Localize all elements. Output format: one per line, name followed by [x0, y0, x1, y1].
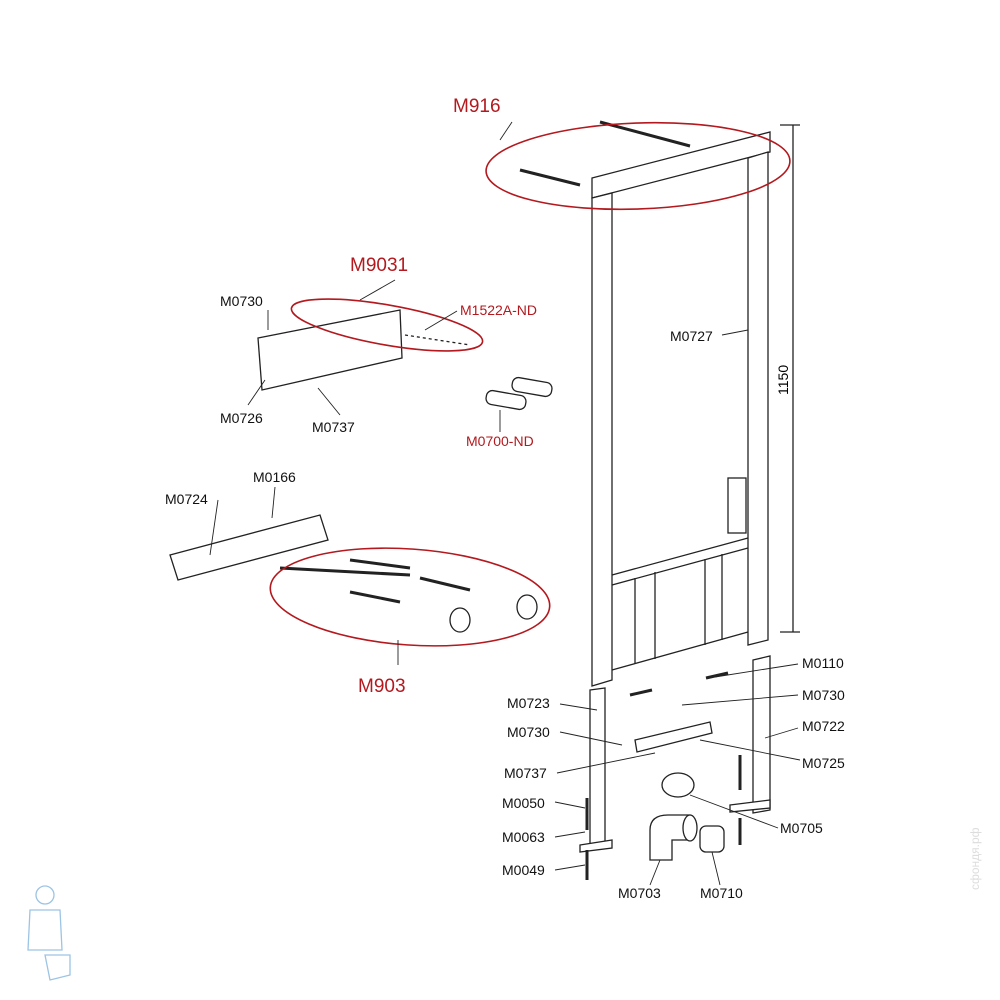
part-label: M0727	[670, 328, 713, 344]
leader-lines	[209, 121, 801, 886]
frame-m0727	[591, 131, 771, 687]
bracket-m0725	[634, 721, 713, 753]
part-label-m0700-nd: M0700-ND	[466, 433, 534, 449]
part-label: M0705	[780, 820, 823, 836]
elbow-m0703	[649, 814, 691, 861]
plate-m0726	[257, 309, 403, 391]
group-label-m903: M903	[358, 676, 406, 697]
part-label: M0049	[502, 862, 545, 878]
group-label-m916: M916	[453, 96, 501, 117]
part-label: M0725	[802, 755, 845, 771]
part-label: M0737	[504, 765, 547, 781]
dimension-1150	[780, 124, 800, 633]
part-label: M0730	[507, 724, 550, 740]
part-label: M0723	[507, 695, 550, 711]
part-label: M0703	[618, 885, 661, 901]
part-label: M0724	[165, 491, 208, 507]
leg-m0722	[752, 655, 771, 814]
part-label: M0710	[700, 885, 743, 901]
group-label-m9031: M9031	[350, 255, 409, 276]
sleeve-m0710	[699, 825, 725, 853]
leg-m0723	[589, 687, 606, 849]
watermark: сфондя.рф	[968, 827, 982, 890]
part-label: M0063	[502, 829, 545, 845]
part-label: M0166	[253, 469, 296, 485]
group-outlines	[269, 121, 791, 647]
part-label: M0737	[312, 419, 355, 435]
part-label: M0726	[220, 410, 263, 426]
part-label: M0050	[502, 795, 545, 811]
part-label: M0722	[802, 718, 845, 734]
part-label-m1522a-nd: M1522A-ND	[460, 302, 538, 318]
plumber-logo	[27, 885, 71, 981]
part-label: M0110	[802, 655, 844, 671]
dimension-label: 1150	[775, 364, 791, 395]
part-label: M0730	[220, 293, 263, 309]
rail-m0724	[169, 514, 329, 581]
part-label: M0730	[802, 687, 845, 703]
